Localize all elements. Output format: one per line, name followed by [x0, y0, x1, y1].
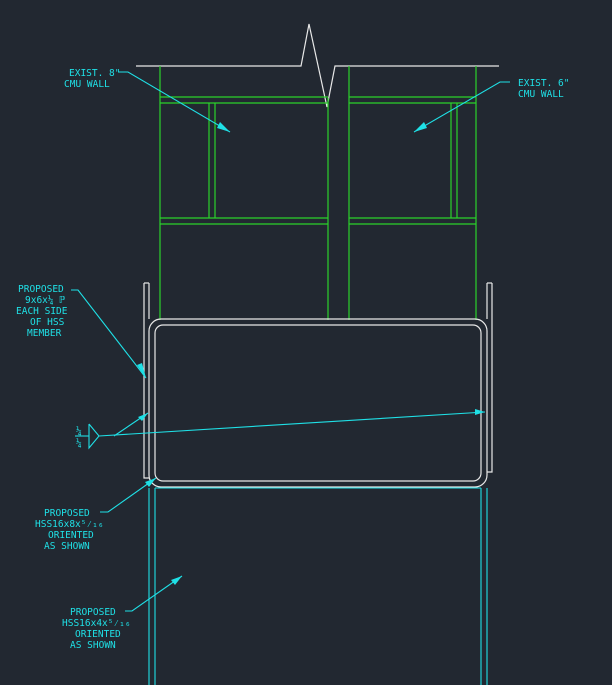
hss16x8-member	[148, 318, 488, 488]
label-hss16x4-line3: ORIENTED	[75, 629, 121, 640]
label-hss16x8-line2: HSS16x8x⁵⁄₁₆	[35, 519, 104, 530]
existing-cmu-walls	[159, 66, 477, 320]
label-hss16x8-line3: ORIENTED	[48, 530, 94, 541]
label-plate-line4: OF HSS	[30, 317, 65, 328]
label-exist-6-line1: EXIST. 6"	[518, 78, 569, 89]
label-plate-line1: PROPOSED	[18, 284, 64, 295]
label-hss16x8-line1: PROPOSED	[44, 508, 90, 519]
label-exist-8-line1: EXIST. 8"	[69, 68, 120, 79]
label-plate-line3: EACH SIDE	[16, 306, 68, 317]
break-line	[136, 23, 499, 108]
label-weld-bottom: ¼	[76, 438, 82, 449]
label-weld-top: ¼	[76, 426, 82, 437]
label-hss16x4-line4: AS SHOWN	[70, 640, 116, 651]
label-hss16x4-line1: PROPOSED	[70, 607, 116, 618]
hss16x4-member	[148, 487, 488, 685]
label-exist-8-line2: CMU WALL	[64, 79, 110, 90]
label-plate-line5: MEMBER	[27, 328, 62, 339]
label-hss16x8-line4: AS SHOWN	[44, 541, 90, 552]
leaders	[71, 71, 510, 612]
label-plate-line2: 9x6x¼ ℙ	[25, 295, 65, 306]
side-plates	[143, 282, 493, 479]
annotation-labels: EXIST. 8" CMU WALL EXIST. 6" CMU WALL PR…	[16, 68, 569, 651]
label-exist-6-line2: CMU WALL	[518, 89, 564, 100]
label-hss16x4-line2: HSS16x4x⁵⁄₁₆	[62, 618, 131, 629]
